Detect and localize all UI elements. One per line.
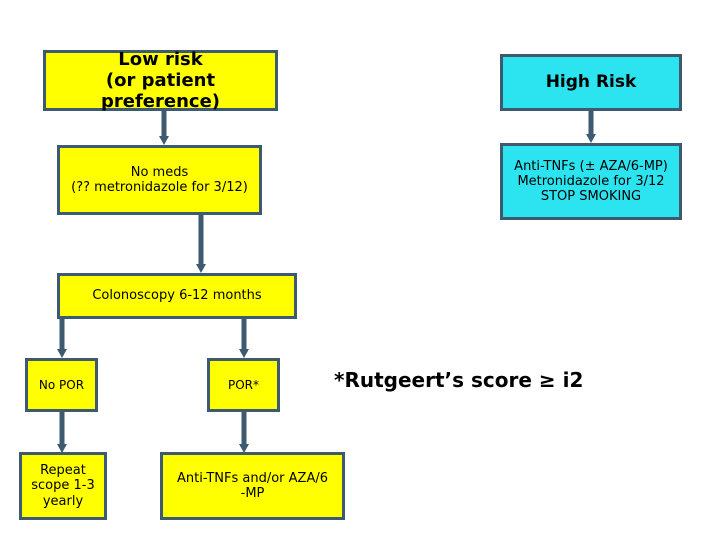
node-high-risk[interactable]: High Risk	[500, 54, 682, 111]
arrow-high-risk-to-anti-tnf	[582, 111, 600, 145]
arrow-colonoscopy-to-no-por	[53, 319, 71, 360]
annotation-rutgeerts-score: *Rutgeert’s score ≥ i2	[334, 368, 584, 392]
node-por[interactable]: POR*	[207, 358, 280, 412]
arrow-colonoscopy-to-por	[235, 319, 253, 360]
node-colonoscopy[interactable]: Colonoscopy 6-12 months	[57, 273, 297, 319]
node-repeat-scope[interactable]: Repeat scope 1-3 yearly	[19, 452, 107, 520]
arrow-no-meds-to-colonoscopy	[192, 215, 210, 275]
node-anti-tnf-high-risk[interactable]: Anti-TNFs (± AZA/6-MP) Metronidazole for…	[500, 143, 682, 220]
arrow-no-por-to-repeat-scope	[53, 412, 71, 455]
arrow-low-risk-to-no-meds	[155, 111, 173, 147]
arrow-por-to-anti-tnf-aza	[235, 412, 253, 455]
node-no-por[interactable]: No POR	[25, 358, 98, 412]
node-anti-tnf-aza[interactable]: Anti-TNFs and/or AZA/6 -MP	[160, 452, 345, 520]
node-no-meds[interactable]: No meds (?? metronidazole for 3/12)	[57, 145, 262, 215]
node-low-risk[interactable]: Low risk (or patient preference)	[43, 49, 278, 112]
